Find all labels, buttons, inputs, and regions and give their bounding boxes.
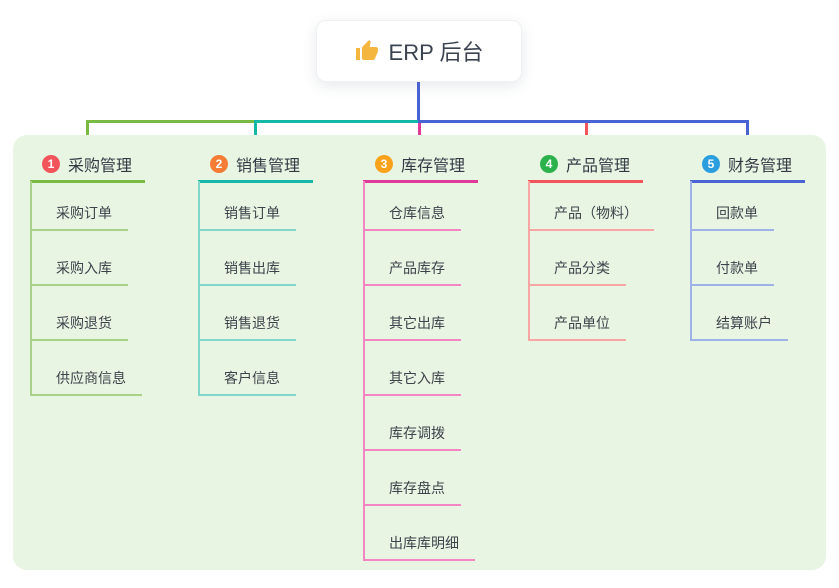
tree-node[interactable]: 产品分类 <box>528 254 626 286</box>
tree-node[interactable]: 采购订单 <box>30 199 128 231</box>
tree-node[interactable]: 付款单 <box>690 254 774 286</box>
connector-drop-finance <box>746 120 749 148</box>
connector-bus-finance <box>418 120 749 123</box>
branch-sales: 2 销售管理 销售订单 销售出库 销售退货 客户信息 <box>198 148 358 396</box>
tree-node[interactable]: 采购退货 <box>30 309 128 341</box>
branch-label: 采购管理 <box>68 158 133 175</box>
node-label: 销售订单 <box>224 205 280 221</box>
tree-node[interactable]: 产品库存 <box>363 254 461 286</box>
branch-label: 销售管理 <box>236 158 301 175</box>
node-label: 销售退货 <box>224 315 280 331</box>
connector-bus-sales <box>254 120 418 123</box>
tree-node[interactable]: 销售出库 <box>198 254 296 286</box>
node-label: 采购订单 <box>56 205 112 221</box>
tree-node[interactable]: 结算账户 <box>690 309 788 341</box>
node-label: 其它出库 <box>389 315 445 331</box>
tree-node[interactable]: 库存调拨 <box>363 419 461 451</box>
node-label: 库存调拨 <box>389 425 445 441</box>
badge-4: 4 <box>540 155 558 173</box>
branch-purchase: 1 采购管理 采购订单 采购入库 采购退货 供应商信息 <box>30 148 190 396</box>
branch-vline <box>528 181 530 341</box>
tree-node[interactable]: 产品单位 <box>528 309 626 341</box>
branch-vline <box>30 181 32 396</box>
branch-vline <box>690 181 692 341</box>
branch-header-product[interactable]: 4 产品管理 <box>528 148 643 183</box>
tree-node[interactable]: 其它入库 <box>363 364 461 396</box>
node-label: 销售出库 <box>224 260 280 276</box>
node-label: 付款单 <box>716 260 758 276</box>
branch-product: 4 产品管理 产品（物料） 产品分类 产品单位 <box>528 148 688 341</box>
node-label: 采购入库 <box>56 260 112 276</box>
node-label: 回款单 <box>716 205 758 221</box>
node-label: 仓库信息 <box>389 205 445 221</box>
tree-node[interactable]: 出库库明细 <box>363 529 475 561</box>
node-label: 产品（物料） <box>554 205 638 221</box>
node-label: 其它入库 <box>389 370 445 386</box>
branch-header-inventory[interactable]: 3 库存管理 <box>363 148 478 183</box>
tree-node[interactable]: 供应商信息 <box>30 364 142 396</box>
connector-bus-purchase <box>89 120 254 123</box>
tree-node[interactable]: 采购入库 <box>30 254 128 286</box>
connector-drop-purchase <box>86 120 89 148</box>
root-label: ERP 后台 <box>388 40 484 65</box>
node-label: 结算账户 <box>716 315 772 331</box>
node-label: 库存盘点 <box>389 480 445 496</box>
branch-label: 财务管理 <box>728 158 793 175</box>
tree-node[interactable]: 产品（物料） <box>528 199 654 231</box>
root-node[interactable]: ERP 后台 <box>316 20 522 82</box>
tree-node[interactable]: 客户信息 <box>198 364 296 396</box>
connector-root-stem <box>417 82 420 120</box>
badge-2: 2 <box>210 155 228 173</box>
node-label: 产品库存 <box>389 260 445 276</box>
node-label: 供应商信息 <box>56 370 126 386</box>
branch-inventory: 3 库存管理 仓库信息 产品库存 其它出库 其它入库 库存调拨 库存盘点 出库库… <box>363 148 523 561</box>
branch-header-finance[interactable]: 5 财务管理 <box>690 148 805 183</box>
branch-header-purchase[interactable]: 1 采购管理 <box>30 148 145 183</box>
node-label: 产品分类 <box>554 260 610 276</box>
thumbs-up-icon <box>355 40 378 60</box>
badge-3: 3 <box>375 155 393 173</box>
tree-node[interactable]: 库存盘点 <box>363 474 461 506</box>
tree-node[interactable]: 仓库信息 <box>363 199 461 231</box>
branch-label: 产品管理 <box>566 158 631 175</box>
node-label: 出库库明细 <box>389 535 459 551</box>
tree-node[interactable]: 回款单 <box>690 199 774 231</box>
badge-5: 5 <box>702 155 720 173</box>
tree-node[interactable]: 销售退货 <box>198 309 296 341</box>
branch-header-sales[interactable]: 2 销售管理 <box>198 148 313 183</box>
branch-label: 库存管理 <box>401 158 466 175</box>
node-label: 采购退货 <box>56 315 112 331</box>
badge-1: 1 <box>42 155 60 173</box>
node-label: 产品单位 <box>554 315 610 331</box>
tree-node[interactable]: 销售订单 <box>198 199 296 231</box>
node-label: 客户信息 <box>224 370 280 386</box>
branch-finance: 5 财务管理 回款单 付款单 结算账户 <box>690 148 839 341</box>
branch-vline <box>363 181 365 561</box>
branch-vline <box>198 181 200 396</box>
tree-node[interactable]: 其它出库 <box>363 309 461 341</box>
